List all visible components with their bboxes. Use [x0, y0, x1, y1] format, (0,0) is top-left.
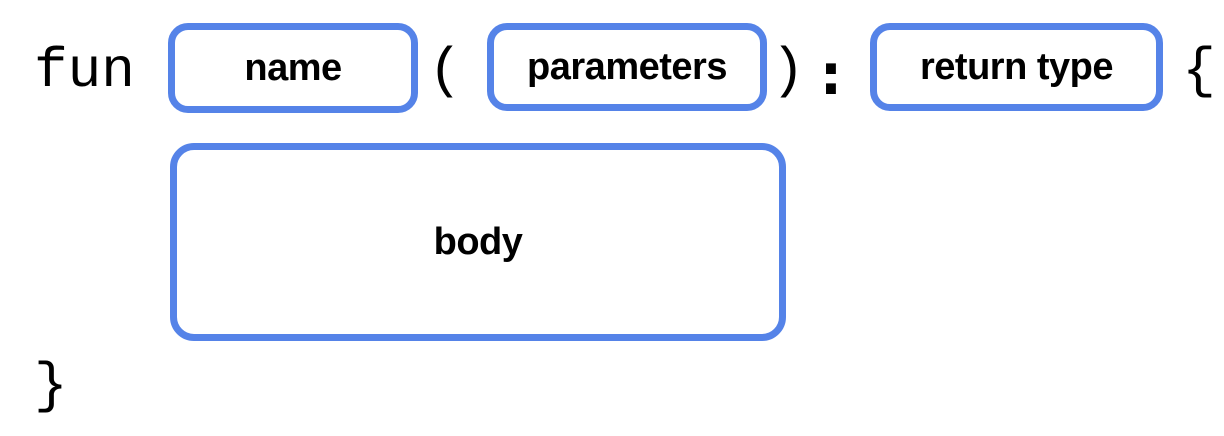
return-type-label: return type	[920, 46, 1113, 88]
parameters-label: parameters	[527, 46, 727, 88]
fun-keyword-text: fun	[34, 39, 135, 103]
name-label: name	[244, 47, 342, 89]
open-paren-text: (	[428, 39, 462, 103]
body-label: body	[433, 221, 523, 263]
return-type-placeholder-box: return type	[870, 23, 1163, 111]
open-brace-text: {	[1182, 39, 1216, 103]
body-placeholder-box: body	[170, 143, 786, 341]
name-placeholder-box: name	[168, 23, 418, 113]
close-brace-text: }	[34, 354, 68, 418]
parameters-placeholder-box: parameters	[487, 23, 767, 111]
colon-text: :	[819, 43, 843, 108]
close-paren-text: )	[771, 39, 805, 103]
